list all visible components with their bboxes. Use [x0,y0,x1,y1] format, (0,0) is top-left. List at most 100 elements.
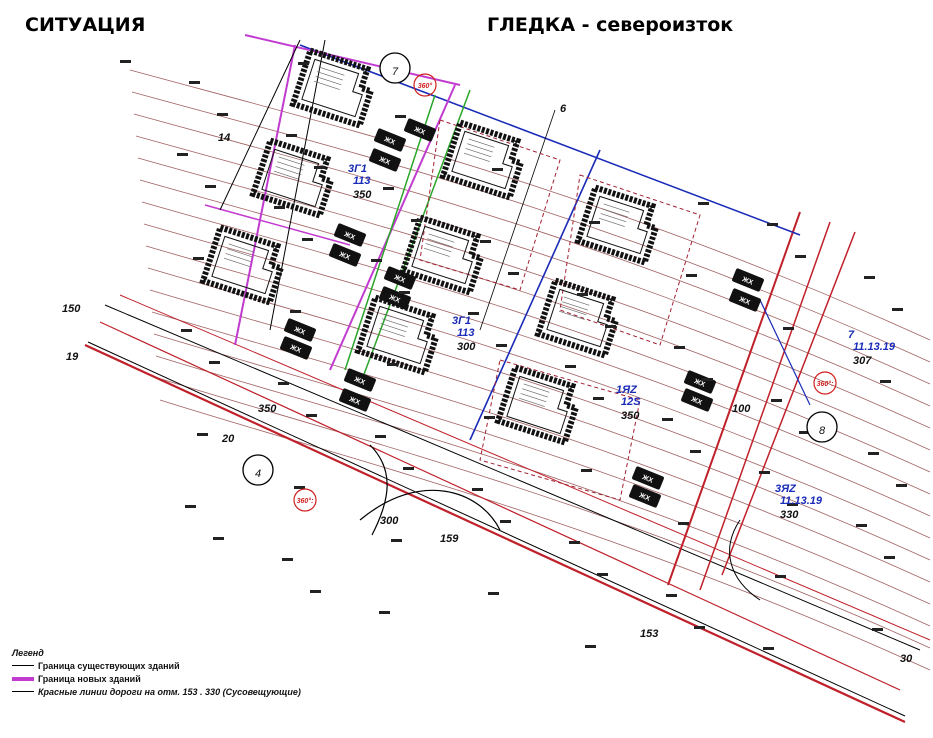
green-line [344,94,436,371]
elevation-mark [371,259,382,262]
plot-number: 20 [221,433,235,445]
elevation-mark [286,134,297,137]
elevation-mark [185,505,196,508]
red-stamp: 360° [418,82,433,90]
building-text-line [523,383,550,393]
new-building-boundary [234,44,296,346]
building-inner [366,305,428,365]
parking-label: ЖХ [382,136,396,147]
elevation-mark [783,327,794,330]
parcel-value: 350 [353,189,372,201]
parking-label: ЖХ [292,326,306,337]
legend-title: Легенд [12,647,44,658]
building-text-line [382,318,408,328]
parcel-code: 3ЯZ [775,483,797,495]
building-text-line [425,243,452,253]
legend: Легенд Граница существующих зданий Грани… [12,646,301,698]
elevation-mark [480,240,491,243]
parking-label: ЖХ [347,396,361,407]
parcel-value: 350 [621,410,640,422]
parking-box: ЖХ [632,466,664,490]
parking-box: ЖХ [344,368,376,392]
elevation-mark [290,310,301,313]
title-view: ГЛЕДКА - североизток [487,14,734,36]
parking-box: ЖХ [732,268,764,292]
elevation-mark [298,62,309,65]
parcel-code: 1ЯZ [616,384,638,396]
parking-fill [681,388,713,412]
road-edge-line [87,341,906,717]
parking-fill [384,266,416,290]
building-wall [574,183,660,267]
building-text-line [273,170,300,180]
plot-number: 19 [66,351,79,363]
building-inner [506,375,568,435]
new-building-boundary [204,204,351,246]
road-edge-line [104,304,921,651]
contour-line [135,135,931,407]
plot-number: 153 [640,628,658,640]
elevation-mark [177,153,188,156]
parking-box: ЖХ [729,288,761,312]
plot-number: 100 [732,403,751,415]
red-stamp: 360°: [297,497,314,505]
circled-number: 7 [392,66,399,78]
parking-fill [729,288,761,312]
building-text-line [560,306,587,316]
elevation-mark [492,168,503,171]
building-text-line [318,66,345,76]
elevation-mark [181,329,192,332]
elevation-mark [775,575,786,578]
parcel-area: 11.13.19 [853,341,896,353]
parking-box: ЖХ [404,118,436,142]
elevation-mark [508,272,519,275]
elevation-mark [399,291,410,294]
parking-fill [404,118,436,142]
elevation-mark [302,238,313,241]
elevation-mark [197,433,208,436]
elevation-mark [577,293,588,296]
elevation-mark [856,524,867,527]
building-text-line [383,313,410,323]
parking-box: ЖХ [379,286,411,310]
building-text-line [227,248,253,258]
legend-item-existing: Граница существующих зданий [12,659,301,672]
elevation-mark [411,219,422,222]
parcel-area: 113 [457,327,475,339]
building-text-line [317,71,343,81]
title-situation: СИТУАЦИЯ [25,14,146,36]
plot-number: 30 [900,653,913,665]
road-curve [369,444,388,536]
contour-line [141,201,931,473]
parking-box: ЖХ [374,128,406,152]
elevation-mark [767,223,778,226]
elevation-mark [605,325,616,328]
building-wall [534,276,620,360]
parcel-area: 12S [621,396,641,408]
building [399,213,485,297]
elevation-mark [395,115,406,118]
building-text-line [423,247,450,257]
building [289,46,375,130]
elevation-mark [569,541,580,544]
building-wall [439,118,525,202]
parking-fill [684,370,716,394]
parking-label: ЖХ [412,126,426,137]
legend-swatch-black [12,691,34,692]
parking-fill [369,148,401,172]
legend-swatch-magenta [12,676,34,681]
red-stamp: 360°: [817,380,834,388]
building-text-line [275,166,302,176]
building-inner [211,235,273,295]
red-road-line [699,221,831,591]
contour-line [129,69,931,341]
building-text-line [467,143,493,153]
elevation-mark [880,380,891,383]
red-stamp-ring [413,73,437,97]
elevation-mark [274,206,285,209]
parking-label: ЖХ [342,231,356,242]
circled-number-ring [806,411,838,443]
elevation-mark [282,558,293,561]
building [494,363,580,447]
building-text-line [223,257,250,267]
